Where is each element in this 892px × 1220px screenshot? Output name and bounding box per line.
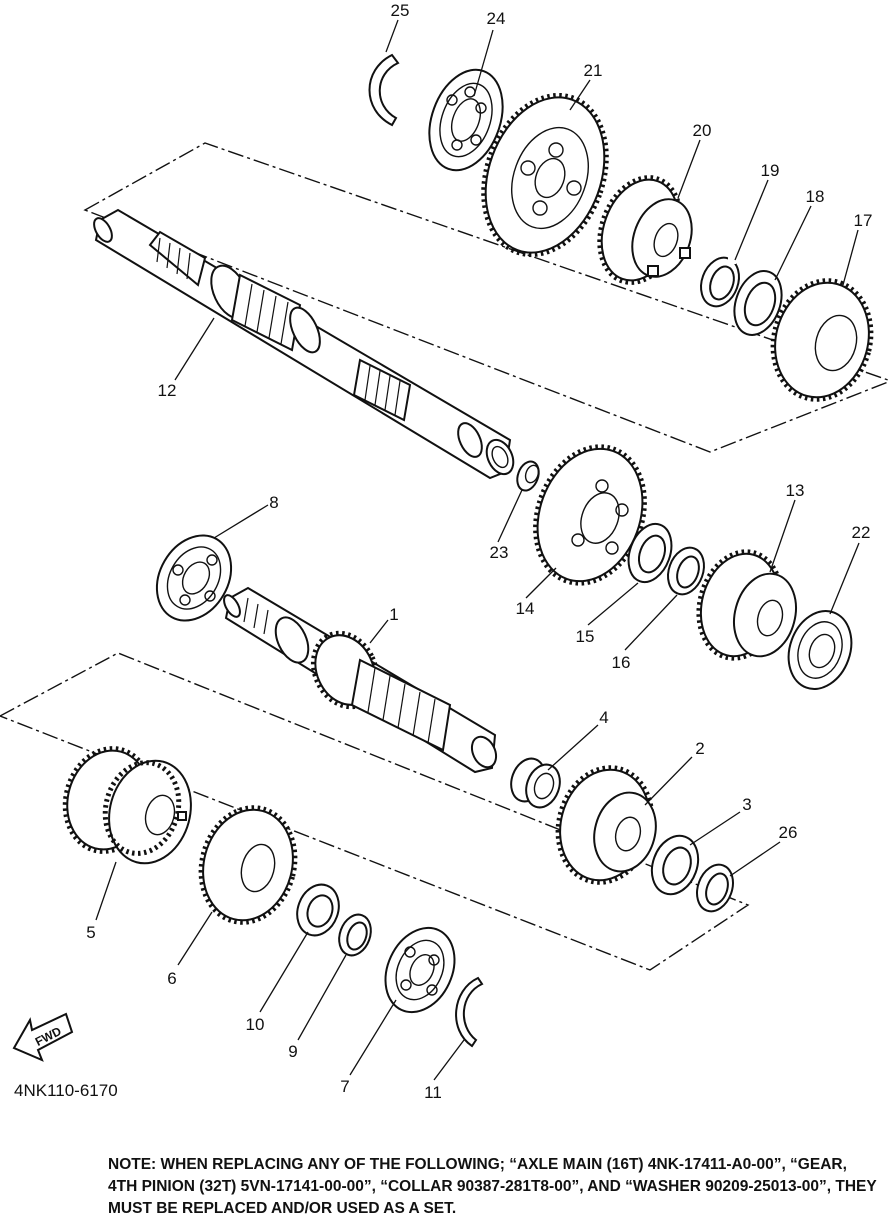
callout-7: 7	[340, 1077, 349, 1096]
circlip-part-26	[696, 863, 734, 913]
circlip-part-25	[368, 53, 400, 127]
shaft-part-12	[93, 208, 515, 480]
diagram-code: 4NK110-6170	[14, 1081, 118, 1100]
callout-19: 19	[761, 161, 780, 180]
upper-group-outline	[83, 142, 889, 453]
callout-24: 24	[487, 9, 506, 28]
collar-part-4	[510, 757, 561, 809]
bearing-part-7	[384, 926, 456, 1014]
callout-numbers: 25 24 21 20 19 18 17 12 8 23 14 15 16 13…	[86, 1, 872, 1102]
gear-part-6	[198, 805, 298, 925]
callout-10: 10	[246, 1015, 265, 1034]
callout-12: 12	[158, 381, 177, 400]
gear-part-13	[696, 549, 797, 661]
bearing-part-22	[787, 610, 853, 690]
circlip-part-19	[700, 256, 740, 308]
callout-9: 9	[288, 1042, 297, 1061]
callout-18: 18	[806, 187, 825, 206]
callout-8: 8	[269, 493, 278, 512]
gear-part-17	[770, 278, 874, 402]
callout-20: 20	[693, 121, 712, 140]
circlip-part-16	[667, 546, 705, 596]
bearing-part-24	[428, 68, 504, 172]
washer-part-15	[627, 522, 673, 584]
replacement-note: NOTE: WHEN REPLACING ANY OF THE FOLLOWIN…	[108, 1156, 877, 1217]
callout-13: 13	[786, 481, 805, 500]
gear-part-14	[533, 444, 647, 586]
collar-part-23	[516, 460, 540, 492]
callout-6: 6	[167, 969, 176, 988]
callout-26: 26	[779, 823, 798, 842]
bearing-part-8	[155, 534, 233, 622]
callout-22: 22	[852, 523, 871, 542]
washer-part-3	[650, 834, 700, 896]
gear-part-5	[62, 746, 192, 865]
gear-part-21	[481, 92, 609, 258]
lower-group-outline	[0, 652, 750, 971]
gear-part-2	[555, 765, 657, 885]
shaft-12-spline-a	[148, 230, 207, 287]
leader-lines	[95, 19, 860, 1081]
callout-5: 5	[86, 923, 95, 942]
circlip-part-9	[338, 913, 372, 957]
fwd-arrow-icon: FWD	[12, 1012, 74, 1062]
callout-11: 11	[424, 1083, 442, 1102]
callout-16: 16	[612, 653, 631, 672]
callout-1: 1	[389, 605, 398, 624]
washer-part-18	[733, 270, 783, 336]
callout-4: 4	[599, 708, 608, 727]
callout-21: 21	[584, 61, 603, 80]
callout-25: 25	[391, 1, 410, 20]
callout-14: 14	[516, 599, 535, 618]
circlip-part-11	[455, 976, 484, 1048]
axle-main-part-1	[223, 586, 498, 774]
washer-part-10	[296, 883, 340, 937]
callout-2: 2	[695, 739, 704, 758]
callout-17: 17	[854, 211, 873, 230]
callout-3: 3	[742, 795, 751, 814]
callout-23: 23	[490, 543, 509, 562]
callout-15: 15	[576, 627, 595, 646]
gear-part-20	[597, 175, 693, 285]
